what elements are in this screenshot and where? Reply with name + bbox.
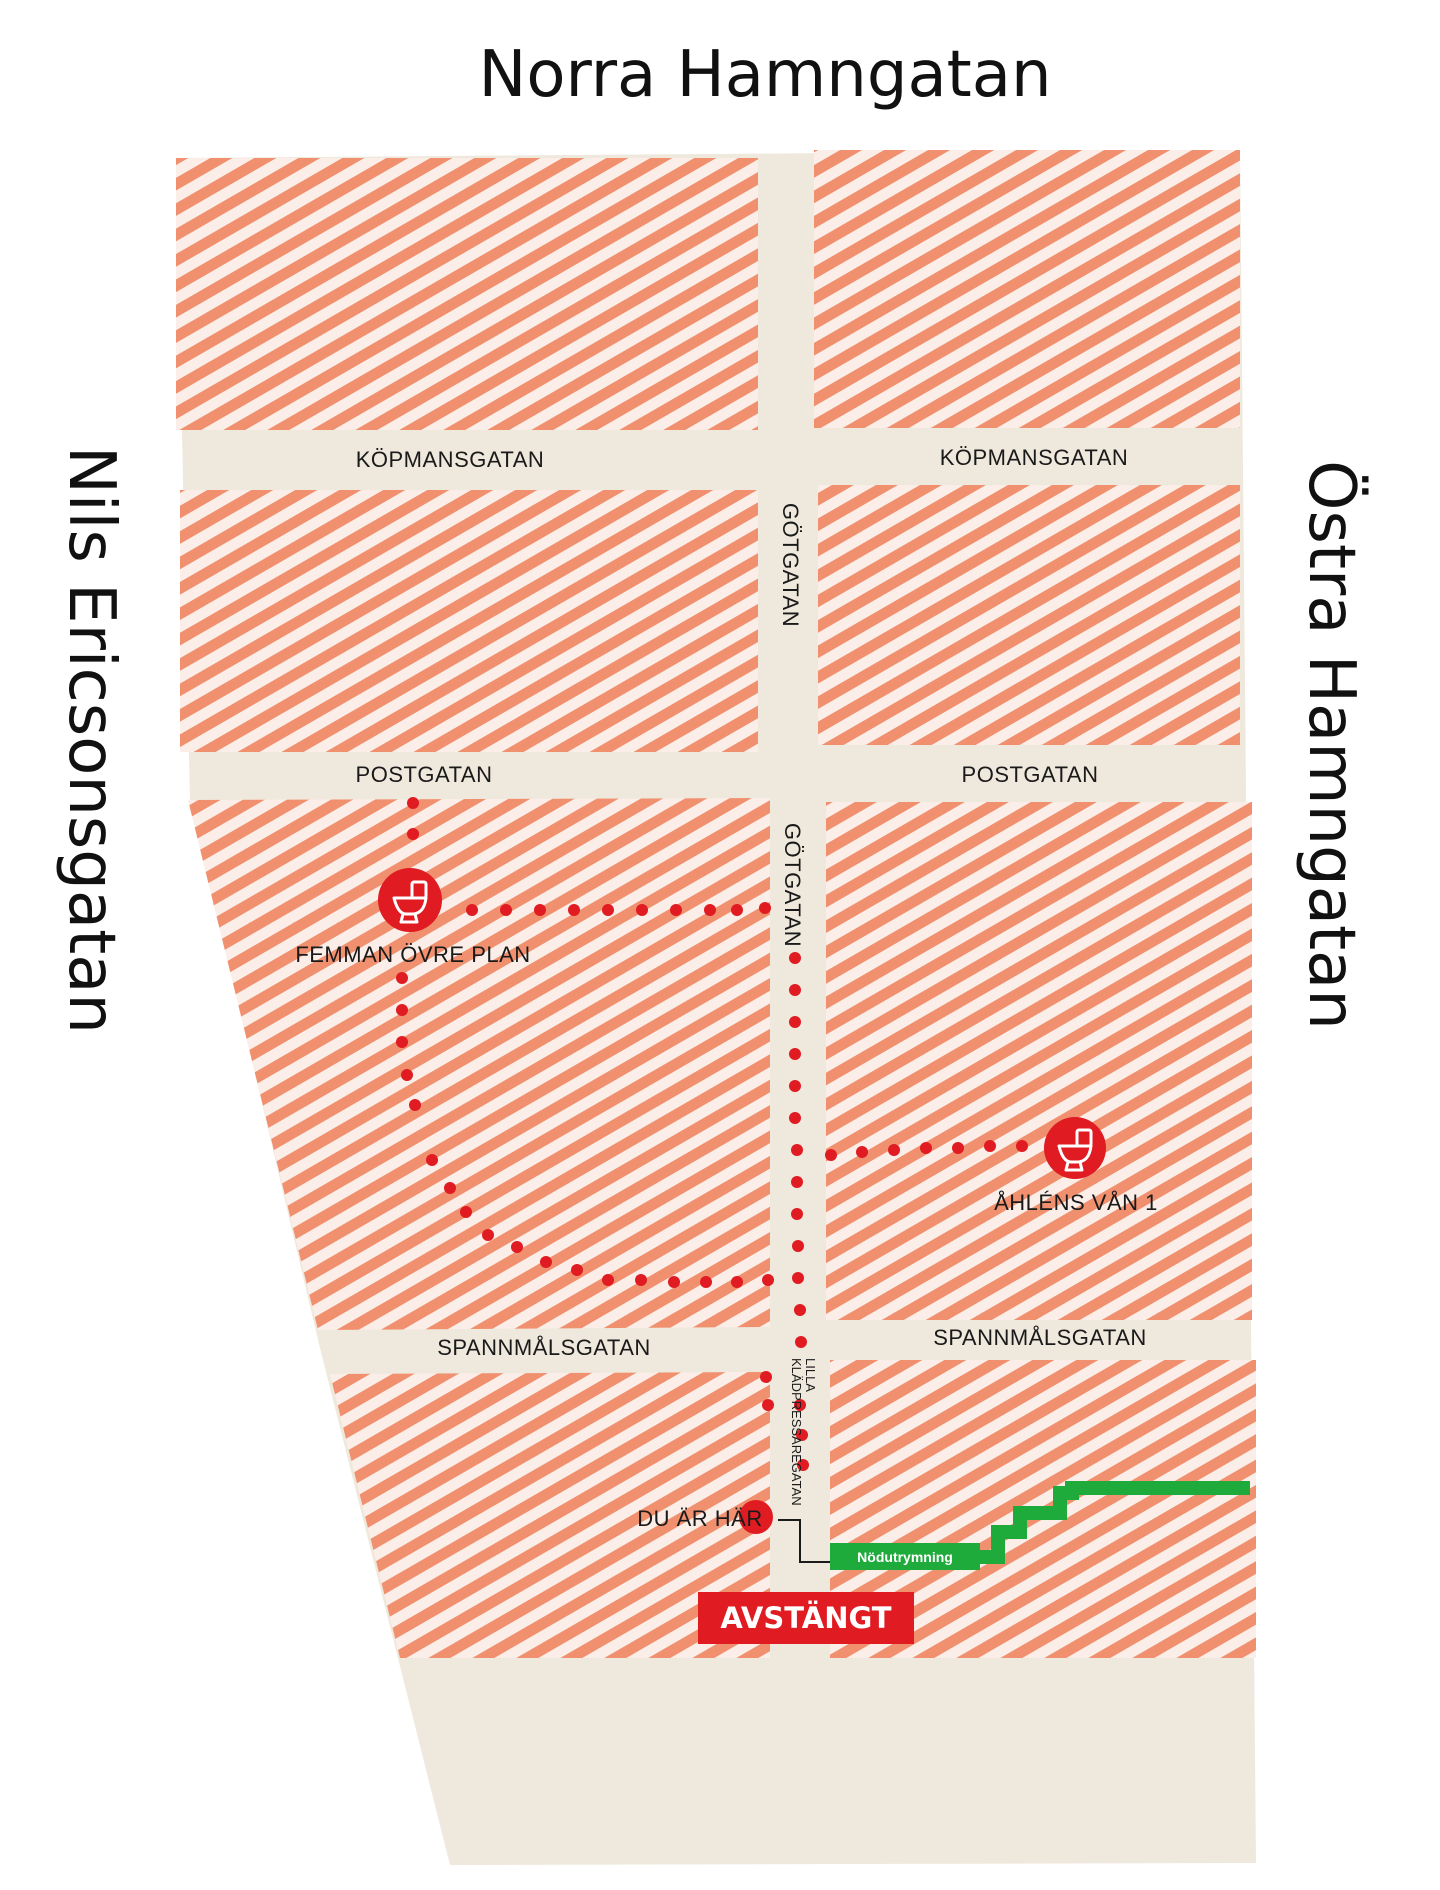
block-nw-top <box>176 158 758 430</box>
block-ne-mid <box>818 485 1240 745</box>
closed-sign-label: AVSTÄNGT <box>720 1601 891 1635</box>
emergency-exit-label: Nödutrymning <box>857 1549 953 1565</box>
toilet-femman[interactable] <box>378 868 442 932</box>
street-kopmansgatan-right: KÖPMANSGATAN <box>940 445 1129 470</box>
city-blocks <box>176 150 1256 1658</box>
emergency-exit-label-bg <box>830 1543 980 1570</box>
you-are-here-pointer <box>778 1519 830 1563</box>
block-sw-main <box>188 798 770 1330</box>
block-ne-top <box>814 150 1240 428</box>
location-marker-icon <box>739 1500 773 1534</box>
block-se-main <box>826 802 1252 1320</box>
block-nw-mid <box>180 490 758 752</box>
label-femman: FEMMAN ÖVRE PLAN <box>295 942 530 967</box>
street-kopmansgatan-left: KÖPMANSGATAN <box>356 447 545 472</box>
street-lilla-line1: LILLA <box>803 1358 818 1392</box>
toilet-ahlens[interactable] <box>1044 1117 1106 1179</box>
label-ahlens: ÅHLÉNS VÅN 1 <box>994 1190 1158 1215</box>
street-lilla-line2: KLÄDPRESSAREGATAN <box>789 1358 804 1506</box>
label-you-are-here: DU ÄR HÄR <box>637 1506 763 1531</box>
street-gotgatan-lower: GÖTGATAN <box>780 823 805 947</box>
walking-route <box>396 797 1028 1471</box>
closed-sign: AVSTÄNGT <box>698 1592 914 1644</box>
street-nils-ericsonsgatan: Nils Ericsonsgatan <box>54 446 128 1034</box>
street-norra-hamngatan: Norra Hamngatan <box>478 38 1051 112</box>
street-ostra-hamngatan: Östra Hamngatan <box>1294 460 1369 1030</box>
emergency-exit-route <box>830 1481 1250 1564</box>
street-postgatan-left: POSTGATAN <box>356 762 493 787</box>
toilet-icon <box>1057 1128 1093 1172</box>
street-spannmalsgatan-right: SPANNMÅLSGATAN <box>933 1325 1147 1350</box>
street-spannmalsgatan-left: SPANNMÅLSGATAN <box>437 1335 651 1360</box>
block-sw-bottom <box>330 1372 770 1658</box>
toilet-icon <box>392 880 428 924</box>
street-gotgatan-upper: GÖTGATAN <box>778 503 803 627</box>
street-postgatan-right: POSTGATAN <box>962 762 1099 787</box>
